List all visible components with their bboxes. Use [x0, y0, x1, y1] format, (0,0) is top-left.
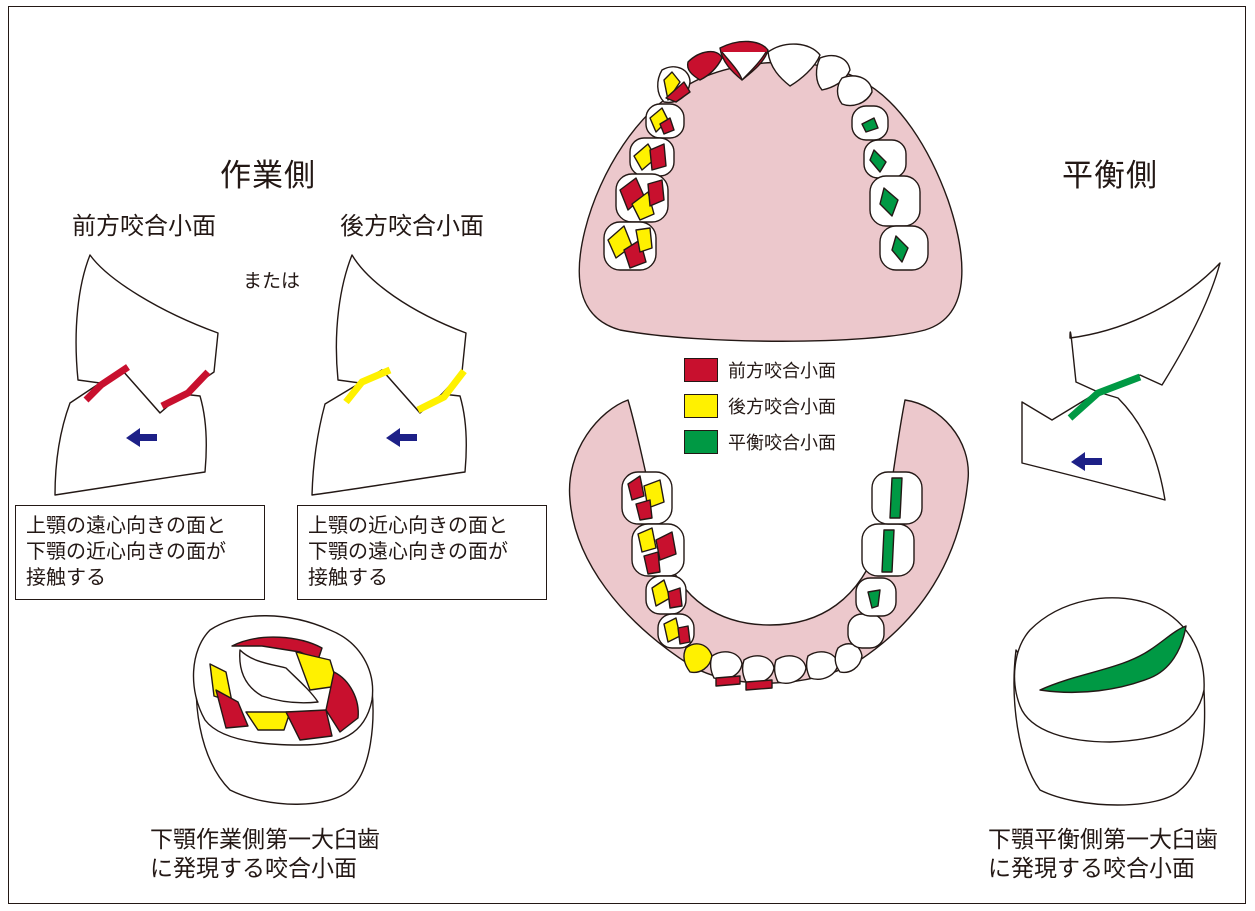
caption-line: 下顎作業側第一大臼歯 [150, 826, 380, 855]
note-line: 下顎の遠心向きの面が [308, 538, 536, 564]
cusp-diagram-balancing [1022, 263, 1220, 500]
note-line: 上顎の近心向きの面と [308, 512, 536, 538]
note-box-anterior: 上顎の遠心向きの面と 下顎の近心向きの面が 接触する [15, 505, 265, 600]
legend-label: 平衡咬合小面 [728, 429, 836, 455]
legend: 前方咬合小面 後方咬合小面 平衡咬合小面 [684, 352, 836, 460]
legend-item-posterior: 後方咬合小面 [684, 388, 836, 424]
anterior-facet-heading: 前方咬合小面 [72, 206, 216, 241]
upper-dental-arch [579, 41, 962, 341]
legend-label: 前方咬合小面 [728, 357, 836, 383]
legend-item-balancing: 平衡咬合小面 [684, 424, 836, 460]
legend-swatch-posterior [684, 394, 718, 418]
cusp-diagram-posterior [312, 255, 466, 495]
molar-balancing [1014, 598, 1205, 805]
balancing-side-title: 平衡側 [1062, 150, 1158, 195]
working-molar-caption: 下顎作業側第一大臼歯 に発現する咬合小面 [150, 826, 380, 884]
note-line: 接触する [308, 564, 536, 590]
cusp-diagram-anterior [55, 255, 218, 495]
legend-swatch-balancing [684, 430, 718, 454]
caption-line: 下顎平衡側第一大臼歯 [988, 826, 1218, 855]
working-side-title: 作業側 [220, 150, 316, 195]
caption-line: に発現する咬合小面 [988, 855, 1218, 884]
legend-swatch-anterior [684, 358, 718, 382]
legend-label: 後方咬合小面 [728, 393, 836, 419]
molar-working [194, 616, 373, 805]
note-line: 下顎の近心向きの面が [26, 538, 254, 564]
note-line: 上顎の遠心向きの面と [26, 512, 254, 538]
legend-item-anterior: 前方咬合小面 [684, 352, 836, 388]
note-box-posterior: 上顎の近心向きの面と 下顎の遠心向きの面が 接触する [297, 505, 547, 600]
or-label: または [243, 266, 300, 293]
posterior-facet-heading: 後方咬合小面 [340, 206, 484, 241]
balancing-molar-caption: 下顎平衡側第一大臼歯 に発現する咬合小面 [988, 826, 1218, 884]
note-line: 接触する [26, 564, 254, 590]
caption-line: に発現する咬合小面 [150, 855, 380, 884]
